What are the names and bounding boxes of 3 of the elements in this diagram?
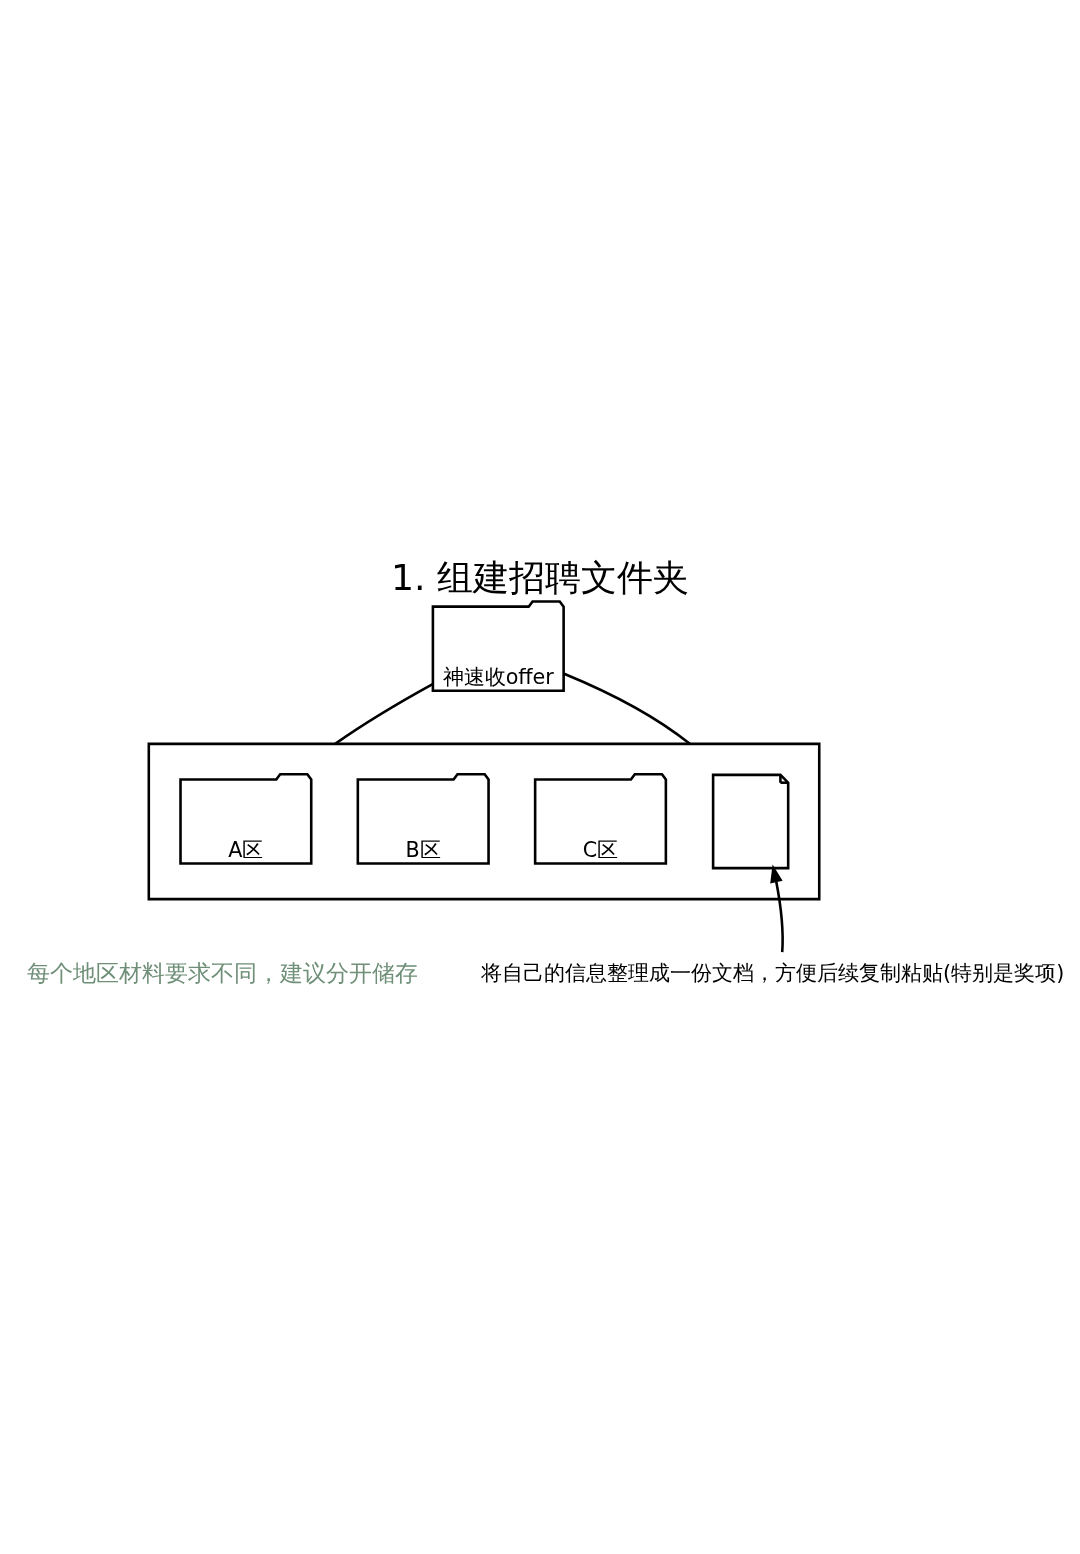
diagram-title: 1. 组建招聘文件夹 — [390, 555, 690, 599]
label: 每个地区材料要求不同，建议分开储存 — [27, 958, 419, 986]
node-text: 将自己的信息整理成一份文档，方便后续复制粘贴(特别是奖项) — [481, 960, 1065, 985]
